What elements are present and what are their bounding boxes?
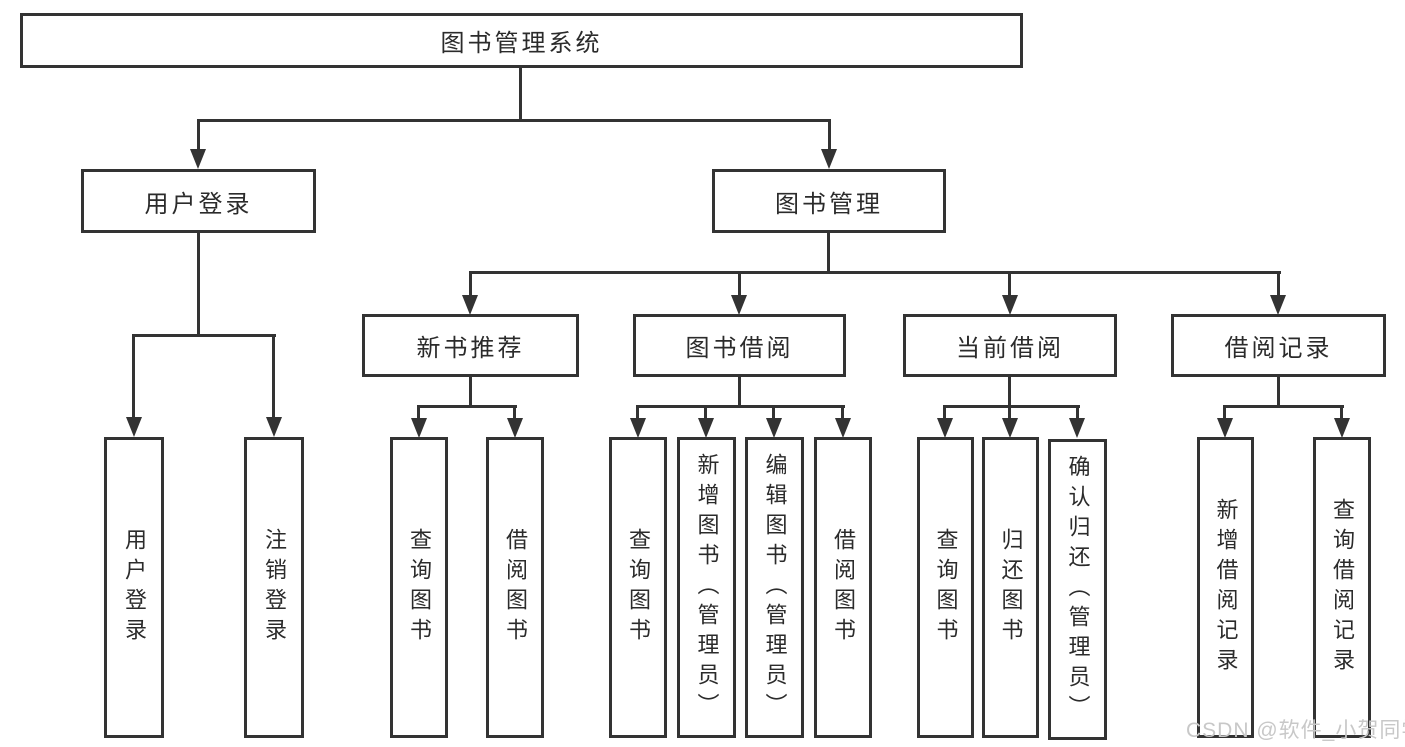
connector-line: [738, 377, 741, 408]
connector-line: [827, 233, 830, 273]
connector-line: [513, 405, 516, 419]
connector-line: [636, 405, 845, 408]
leaf-borrow-books-recommend-label: 借阅图书: [503, 527, 528, 648]
node-borrowing-records-label: 借阅记录: [1224, 335, 1333, 362]
arrowhead-down-icon: [630, 418, 646, 438]
arrowhead-down-icon: [731, 295, 747, 315]
connector-line: [519, 68, 522, 120]
connector-line: [1223, 405, 1344, 408]
leaf-return-books-label: 归还图书: [998, 527, 1024, 648]
arrowhead-down-icon: [766, 418, 782, 438]
connector-line: [943, 405, 946, 419]
arrowhead-down-icon: [821, 149, 837, 169]
arrowhead-down-icon: [1002, 418, 1018, 438]
connector-line: [469, 271, 1281, 274]
connector-line: [772, 405, 775, 419]
arrowhead-down-icon: [411, 418, 427, 438]
leaf-borrow-books-borrowing: 借阅图书: [814, 437, 872, 738]
connector-line: [828, 119, 831, 151]
leaf-query-books-borrowing-label: 查询图书: [626, 527, 651, 648]
connector-line: [1340, 405, 1343, 419]
connector-line: [272, 334, 275, 418]
arrowhead-down-icon: [1069, 418, 1085, 438]
node-book-management: 图书管理: [712, 169, 946, 233]
arrowhead-down-icon: [937, 418, 953, 438]
leaf-logout: 注销登录: [244, 437, 304, 738]
leaf-borrow-books-recommend: 借阅图书: [486, 437, 544, 738]
arrowhead-down-icon: [1334, 418, 1350, 438]
arrowhead-down-icon: [1217, 418, 1233, 438]
leaf-return-books: 归还图书: [982, 437, 1039, 738]
arrowhead-down-icon: [462, 295, 478, 315]
arrowhead-down-icon: [126, 417, 142, 437]
leaf-edit-books-admin: 编辑图书（管理员）: [745, 437, 804, 738]
node-root-system: 图书管理系统: [20, 13, 1023, 68]
node-book-borrowing: 图书借阅: [633, 314, 846, 377]
arrowhead-down-icon: [266, 417, 282, 437]
leaf-logout-label: 注销登录: [262, 527, 287, 648]
leaf-user-login: 用户登录: [104, 437, 164, 738]
node-book-borrowing-label: 图书借阅: [685, 335, 794, 362]
leaf-query-books-recommend: 查询图书: [390, 437, 448, 738]
connector-line: [469, 271, 472, 296]
leaf-query-books-current: 查询图书: [917, 437, 974, 738]
node-borrowing-records: 借阅记录: [1171, 314, 1386, 377]
node-new-book-recommend-label: 新书推荐: [416, 335, 525, 362]
node-user-login: 用户登录: [81, 169, 316, 233]
leaf-add-borrow-record-label: 新增借阅记录: [1213, 497, 1239, 678]
connector-line: [197, 119, 831, 122]
connector-line: [417, 405, 420, 419]
leaf-query-books-borrowing: 查询图书: [609, 437, 667, 738]
arrowhead-down-icon: [698, 418, 714, 438]
connector-line: [1008, 377, 1011, 408]
connector-line: [132, 334, 135, 418]
leaf-query-books-current-label: 查询图书: [933, 527, 959, 648]
leaf-confirm-return-admin-label: 确认归还（管理员）: [1065, 454, 1091, 725]
connector-line: [1076, 405, 1079, 419]
leaf-add-borrow-record: 新增借阅记录: [1197, 437, 1254, 738]
connector-line: [1277, 271, 1280, 296]
arrowhead-down-icon: [190, 149, 206, 169]
node-current-borrowing: 当前借阅: [903, 314, 1117, 377]
connector-line: [943, 405, 1080, 408]
node-current-borrowing-label: 当前借阅: [956, 335, 1064, 362]
leaf-confirm-return-admin: 确认归还（管理员）: [1048, 439, 1107, 740]
node-user-login-label: 用户登录: [144, 190, 253, 218]
leaf-add-books-admin: 新增图书（管理员）: [677, 437, 736, 738]
connector-line: [841, 405, 844, 419]
node-root-label: 图书管理系统: [440, 30, 603, 57]
connector-line: [704, 405, 707, 419]
connector-line: [1008, 405, 1011, 419]
leaf-query-borrow-record-label: 查询借阅记录: [1330, 497, 1355, 678]
leaf-user-login-label: 用户登录: [122, 527, 147, 648]
node-book-management-label: 图书管理: [775, 190, 883, 218]
connector-line: [132, 334, 276, 337]
arrowhead-down-icon: [1002, 295, 1018, 315]
connector-line: [1277, 377, 1280, 408]
connector-line: [417, 405, 517, 408]
connector-line: [1008, 271, 1011, 296]
connector-line: [197, 119, 200, 151]
arrowhead-down-icon: [835, 418, 851, 438]
leaf-borrow-books-borrowing-label: 借阅图书: [831, 527, 856, 648]
connector-line: [636, 405, 639, 419]
connector-line: [1223, 405, 1226, 419]
arrowhead-down-icon: [507, 418, 523, 438]
csdn-watermark: CSDN @软件_小贺同学: [1186, 719, 1405, 742]
node-new-book-recommend: 新书推荐: [362, 314, 579, 377]
arrowhead-down-icon: [1270, 295, 1286, 315]
leaf-edit-books-admin-label: 编辑图书（管理员）: [762, 452, 788, 723]
leaf-add-books-admin-label: 新增图书（管理员）: [694, 452, 720, 723]
leaf-query-books-recommend-label: 查询图书: [407, 527, 432, 648]
connector-line: [469, 377, 472, 408]
connector-line: [197, 233, 200, 335]
leaf-query-borrow-record: 查询借阅记录: [1313, 437, 1371, 738]
connector-line: [738, 271, 741, 296]
